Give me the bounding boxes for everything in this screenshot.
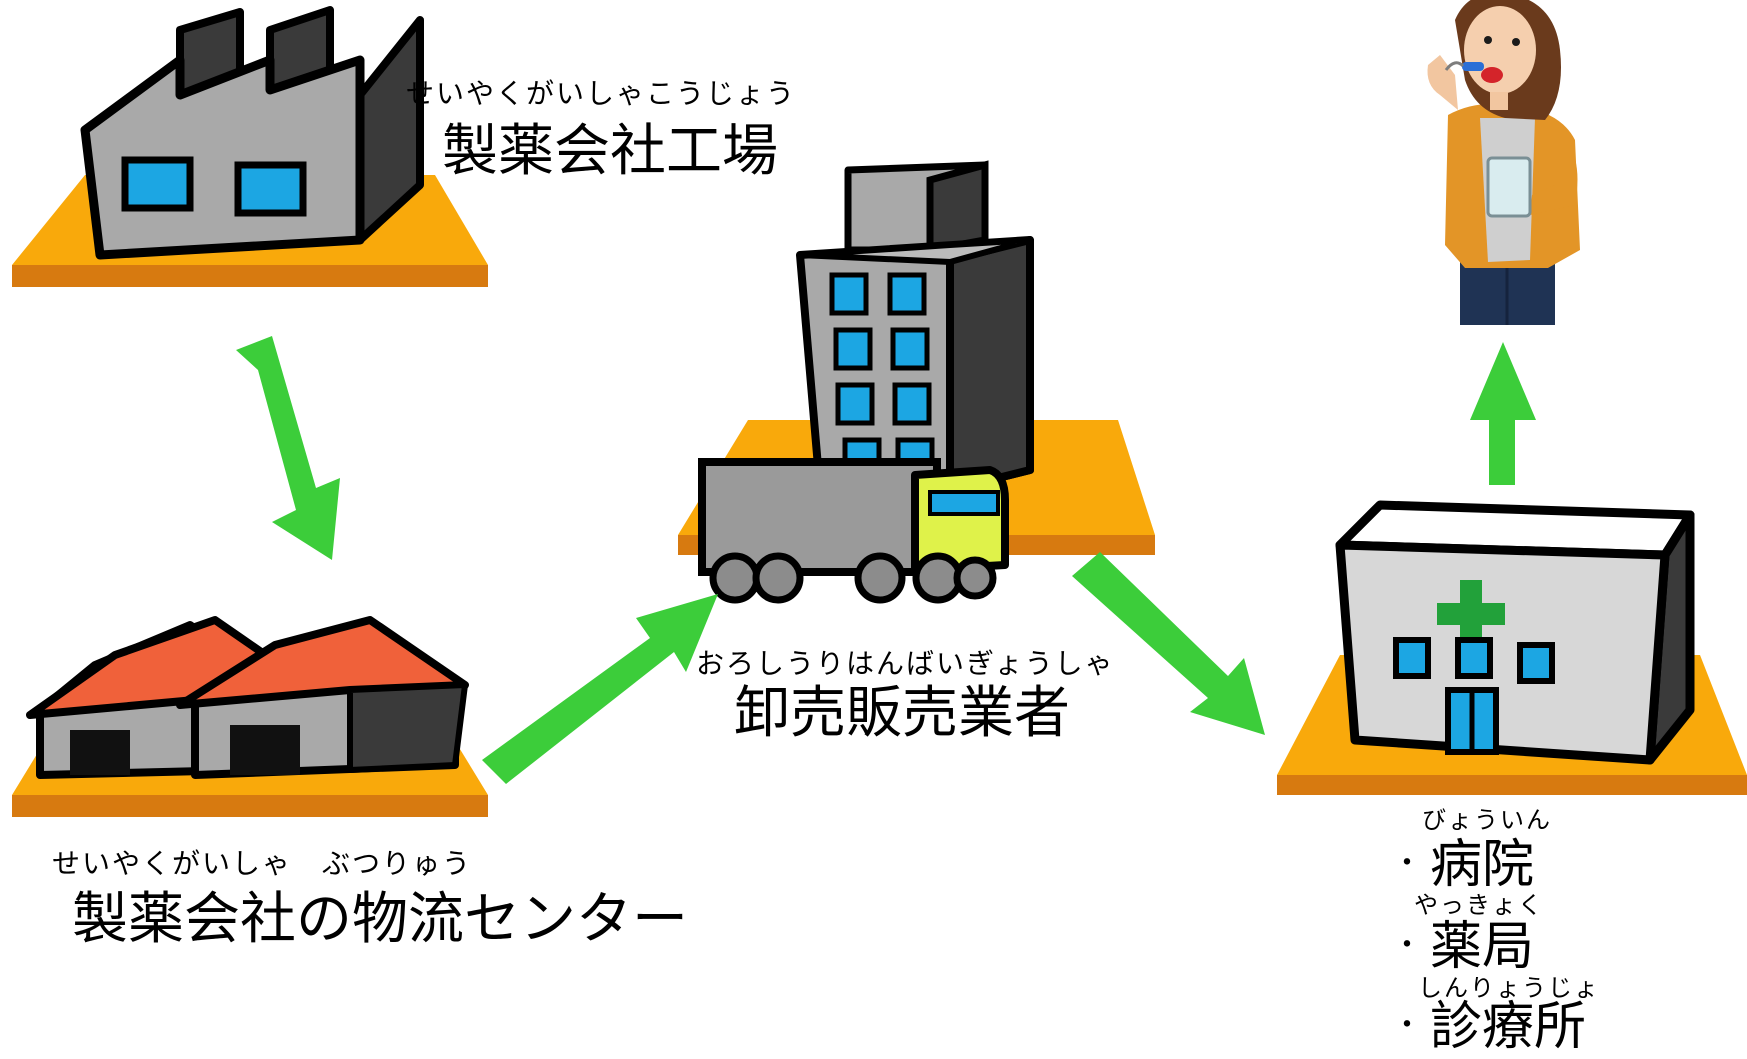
destination-hospital: 病院 (1430, 835, 1535, 895)
destination-ruby-hospital: びょういん (1422, 806, 1552, 834)
arrow-wholesaler-to-destinations (1072, 552, 1265, 735)
distribution-label: 製薬会社の物流センター (72, 887, 688, 952)
arrow-distribution-to-wholesaler (482, 594, 718, 784)
destination-pharmacy: 薬局 (1430, 917, 1535, 977)
wholesaler-ruby: おろしうりはんばいぎょうしゃ (696, 647, 1115, 680)
warehouse-icon (12, 616, 488, 817)
person-taking-medicine-icon (1427, 0, 1580, 325)
office-building-with-truck-icon (678, 160, 1155, 604)
destination-bullet: ・ (1392, 846, 1422, 881)
factory-label: 製薬会社工場 (442, 119, 778, 184)
wholesaler-label: 卸売販売業者 (734, 681, 1070, 746)
hospital-icon (1277, 500, 1747, 795)
distribution-ruby: せいやくがいしゃ ぶつりゅう (52, 847, 473, 880)
destination-clinic: 診療所 (1430, 997, 1587, 1057)
factory-ruby: せいやくがいしゃこうじょう (406, 77, 797, 110)
factory-icon (12, 6, 488, 287)
destination-bullet: ・ (1392, 1008, 1422, 1043)
destination-bullet: ・ (1392, 928, 1422, 963)
destination-ruby-clinic: しんりょうじょ (1418, 974, 1600, 1002)
arrow-destinations-to-patient (1470, 342, 1536, 485)
arrow-factory-to-distribution (236, 336, 340, 560)
destination-ruby-pharmacy: やっきょく (1414, 891, 1544, 919)
